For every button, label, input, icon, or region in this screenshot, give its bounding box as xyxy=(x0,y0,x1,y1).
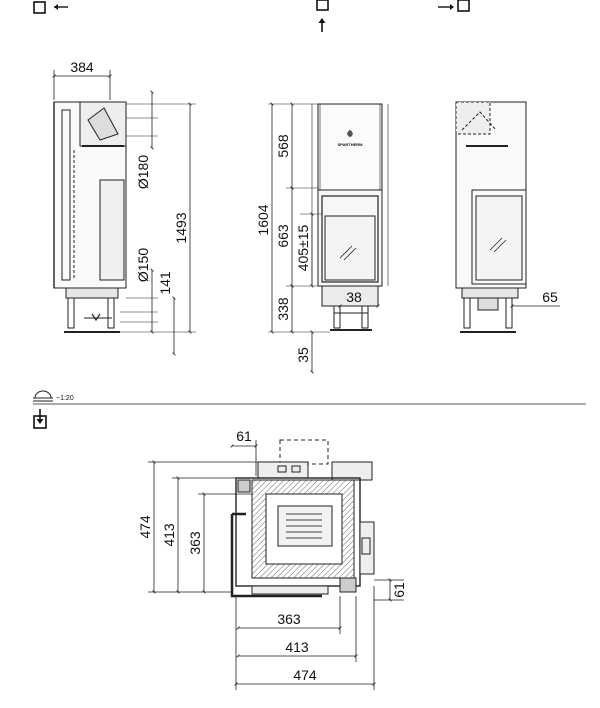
side-left-air-label: Ø150 xyxy=(135,248,151,282)
front-foot-label: 35 xyxy=(295,347,311,363)
front-offset-label: 38 xyxy=(346,289,362,305)
front-view xyxy=(268,103,389,333)
plan-v-inner-label: 363 xyxy=(187,531,203,555)
side-right-offset-label: 65 xyxy=(542,289,558,305)
side-left-flue-label: Ø180 xyxy=(135,155,151,189)
view-from-front-icon xyxy=(316,0,329,32)
plan-view xyxy=(230,439,375,598)
front-dimension-lines xyxy=(270,102,380,374)
top-view-icon xyxy=(33,409,47,429)
side-view-right xyxy=(455,101,527,333)
view-from-left-icon xyxy=(33,1,68,14)
plan-right-offset-label: 61 xyxy=(391,582,407,598)
side-left-flue-height-label: 1493 xyxy=(173,212,189,243)
plan-h-inner-label: 363 xyxy=(277,611,301,627)
plan-v-outer-label: 474 xyxy=(137,515,153,539)
front-glass-label: 405±15 xyxy=(295,224,311,271)
front-door-label: 663 xyxy=(275,224,291,248)
front-logo: SPARTHERM xyxy=(337,142,363,147)
plan-v-mid-label: 413 xyxy=(161,523,177,547)
view-from-right-icon xyxy=(438,0,470,12)
side-left-depth-label: 384 xyxy=(70,59,94,75)
scale-label: ~1:20 xyxy=(56,395,74,402)
plan-dimension-lines xyxy=(148,440,404,690)
front-total-label: 1604 xyxy=(255,204,271,235)
side-view-left xyxy=(53,101,196,333)
plan-h-outer-label: 474 xyxy=(293,667,317,683)
plan-top-offset-label: 61 xyxy=(236,428,252,444)
side-left-dimension-lines xyxy=(52,70,192,356)
front-base-label: 338 xyxy=(275,297,291,321)
plan-h-mid-label: 413 xyxy=(285,639,309,655)
scale-icon xyxy=(33,390,53,402)
side-left-air-height-label: 141 xyxy=(157,271,173,295)
front-hood-label: 568 xyxy=(275,134,291,158)
